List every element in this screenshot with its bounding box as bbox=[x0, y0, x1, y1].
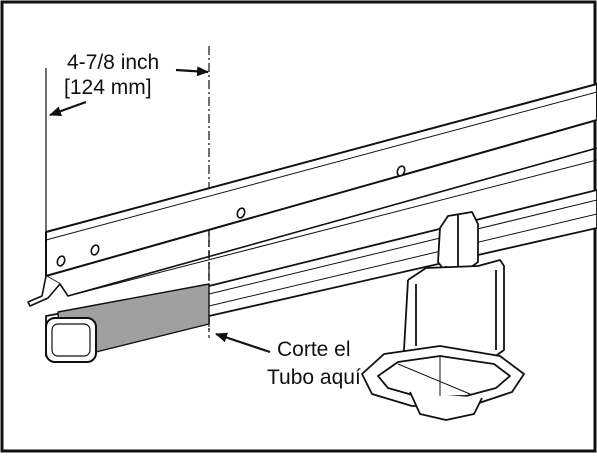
rail-holes bbox=[56, 165, 406, 267]
dimension-imperial-label: 4-7/8 inch bbox=[67, 51, 160, 74]
rail-hole bbox=[56, 255, 66, 267]
dimension-arrow-right bbox=[175, 66, 209, 77]
dimension-arrow-left bbox=[49, 100, 87, 117]
rail-hole bbox=[90, 244, 100, 256]
cut-callout-line2: Tubo aquí bbox=[267, 366, 361, 389]
drip-cup bbox=[361, 259, 525, 421]
callout-arrow bbox=[215, 332, 271, 354]
dimension-metric-label: [124 mm] bbox=[64, 76, 152, 99]
rail-hole bbox=[396, 165, 406, 177]
rail-hole bbox=[236, 207, 246, 219]
cut-callout-line1: Corte el bbox=[277, 338, 351, 361]
suspension-rail bbox=[27, 83, 597, 307]
